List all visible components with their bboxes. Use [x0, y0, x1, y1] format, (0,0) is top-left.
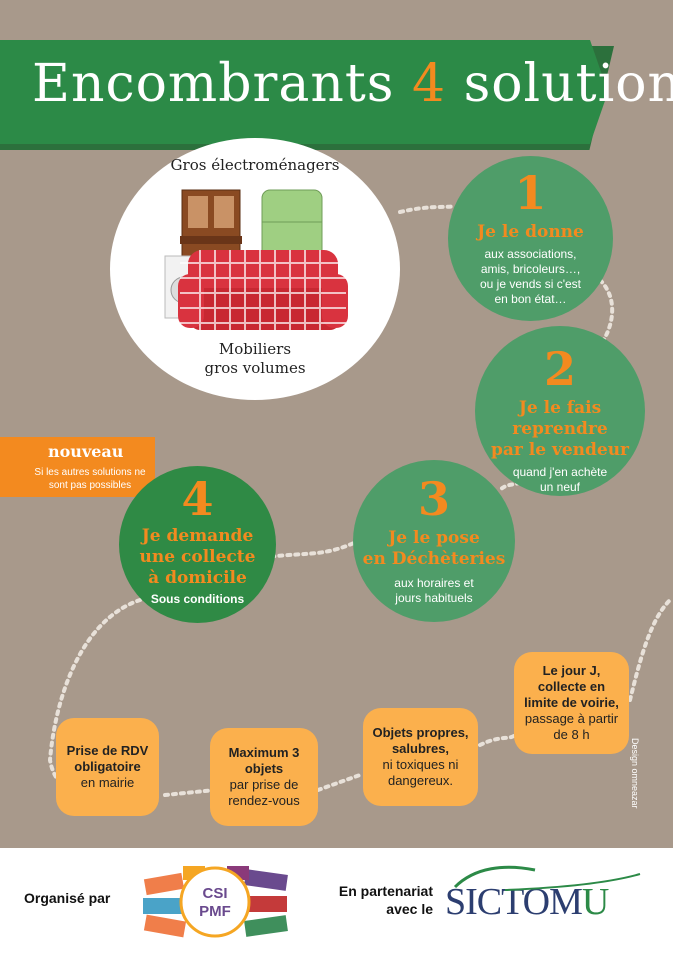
step-4-number: 4	[181, 472, 214, 526]
pmf-text: PMF	[199, 903, 231, 920]
sictomu-swoosh	[453, 865, 641, 891]
condition-box-3: Objets propres, salubres,ni toxiques ni …	[363, 708, 478, 806]
poster: Encombrants 4 solutions Gros électroména…	[0, 0, 673, 848]
title-banner	[0, 40, 608, 144]
condition-box-4: Le jour J, collecte en limite de voirie,…	[514, 652, 629, 754]
nouveau-label: nouveau	[48, 442, 124, 461]
organise-par-label: Organisé par	[24, 890, 111, 906]
page-title: Encombrants 4 solutions	[32, 54, 673, 114]
step-1-number: 1	[514, 166, 547, 220]
nouveau-subtext: Si les autres solutions ne sont pas poss…	[34, 467, 146, 491]
hero-circle: Gros électroménagers	[110, 138, 400, 400]
hero-top-label: Gros électroménagers	[170, 156, 340, 174]
furniture-illustration	[164, 189, 348, 330]
design-credit: Design omneazar	[630, 738, 640, 809]
nouveau-badge: nouveau Si les autres solutions ne sont …	[0, 437, 155, 497]
csi-text: CSI	[202, 885, 227, 902]
step-3-number: 3	[417, 472, 450, 526]
step-2-number: 2	[543, 342, 576, 396]
csi-pmf-logo: CSI PMF	[143, 866, 288, 938]
step-4-desc: Sous conditions	[150, 592, 245, 606]
sictomu-logo: SICTOMU	[445, 881, 609, 923]
step-1-desc: aux associations,amis, bricoleurs…,ou je…	[479, 247, 581, 306]
step-1-circle: 1 Je le donne aux associations,amis, bri…	[448, 156, 613, 321]
hero-bottom-label: Mobiliers gros volumes	[204, 340, 306, 377]
footer	[0, 848, 673, 957]
step-1-title: Je le donne	[477, 222, 584, 242]
